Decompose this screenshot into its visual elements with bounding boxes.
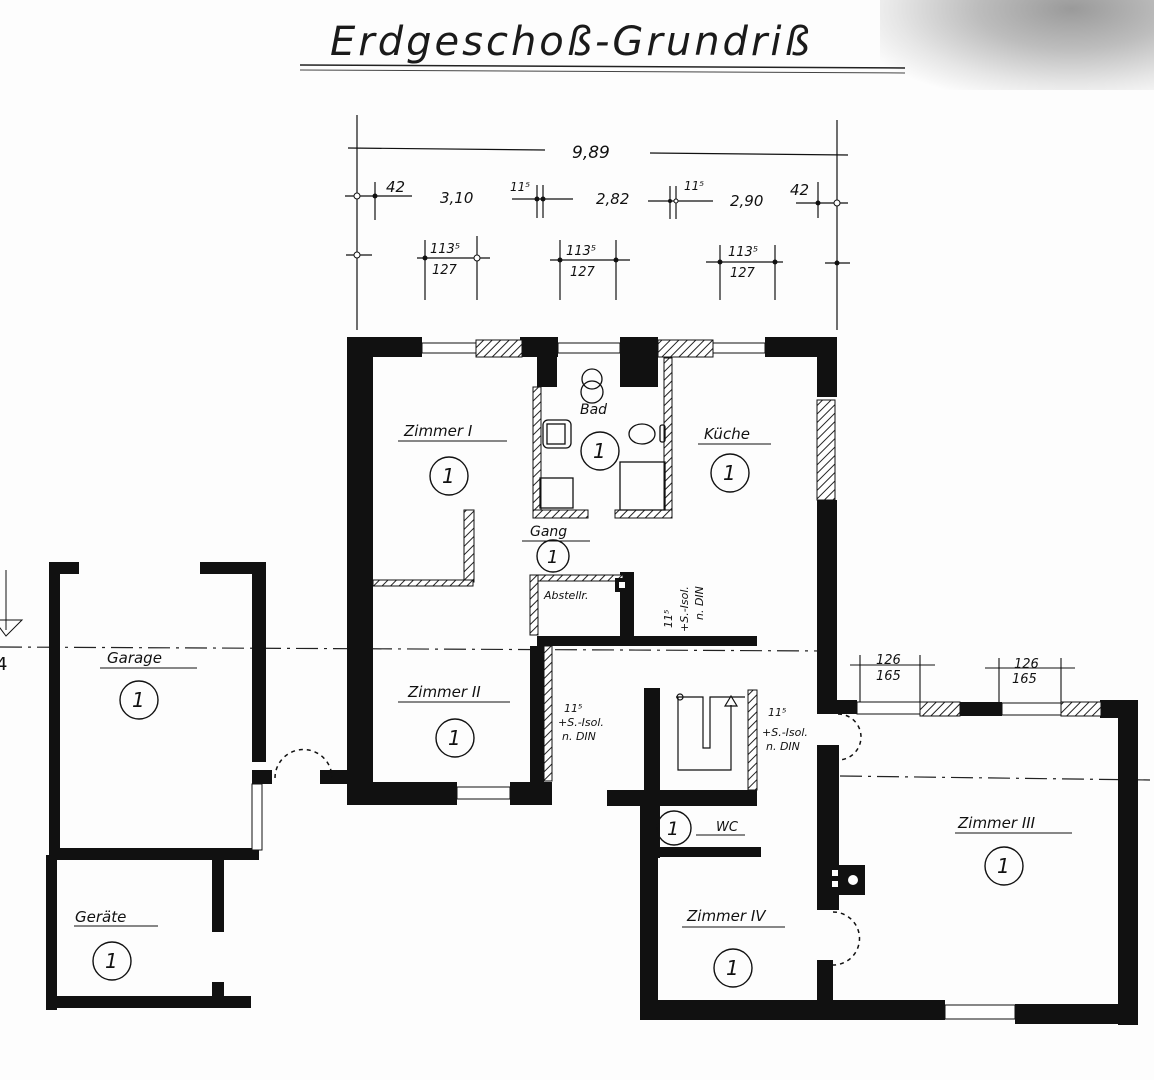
window-dim-bottom: 165	[876, 669, 901, 684]
room-name: Bad	[580, 402, 607, 418]
room-zimmer-2: Zimmer II 1	[398, 683, 510, 758]
room-marker: 1	[723, 461, 736, 485]
window-dim-bottom: 127	[730, 266, 756, 281]
wall-note-line: +S.-Isol.	[678, 586, 691, 632]
right-window-dims	[850, 655, 1075, 705]
wall-note-line: +S.-Isol.	[762, 726, 808, 739]
plan-title-text: Erdgeschoß-Grundriß	[330, 19, 813, 65]
room-name: WC	[716, 820, 739, 835]
section-line	[0, 646, 1151, 781]
room-bad: Bad 1	[580, 402, 620, 471]
stair	[676, 693, 745, 771]
dim-label: 42	[386, 178, 405, 196]
wall-note-line: n. DIN	[766, 740, 800, 753]
dim-label: 3,10	[440, 189, 473, 207]
dimension-labels: 9,89 42 3,10 11⁵ 2,82 11⁵ 2,90 42 113⁵ 1…	[386, 143, 1039, 687]
room-name: Zimmer IV	[686, 907, 767, 925]
wall-note-line: +S.-Isol.	[558, 716, 604, 729]
room-marker: 1	[132, 688, 145, 712]
room-name: Küche	[704, 425, 750, 443]
room-zimmer-4: Zimmer IV 1	[682, 907, 785, 988]
room-abstellraum: Abstellr.	[543, 589, 588, 602]
windows	[251, 342, 1062, 1020]
window-dim-top: 113⁵	[430, 242, 460, 257]
dim-label: 42	[790, 181, 809, 199]
window-dim-top: 126	[876, 653, 901, 668]
room-name: Zimmer I	[403, 422, 473, 440]
dimension-ticks	[353, 192, 841, 266]
dim-label: 11⁵	[684, 179, 704, 193]
room-zimmer-1: Zimmer I 1	[398, 422, 507, 496]
section-marker-label: 4	[0, 654, 7, 675]
wall-note-thickness: 11⁵	[768, 706, 786, 719]
room-marker: 1	[442, 464, 455, 488]
scan-shadow	[880, 0, 1154, 90]
plan-title: Erdgeschoß-Grundriß	[299, 19, 906, 74]
room-name: Zimmer III	[957, 814, 1036, 832]
room-marker: 1	[593, 439, 606, 463]
wall-note-line: n. DIN	[562, 730, 596, 743]
wall-note-thickness: 11⁵	[564, 702, 582, 715]
room-wc: WC 1	[656, 810, 745, 846]
room-gang: Gang 1	[522, 524, 590, 573]
room-zimmer-3: Zimmer III 1	[955, 814, 1072, 886]
room-marker: 1	[667, 818, 679, 840]
overall-width-label: 9,89	[572, 143, 610, 163]
room-name: Garage	[107, 649, 162, 667]
room-name: Gang	[530, 524, 567, 540]
window-dim-bottom: 127	[570, 265, 596, 280]
room-marker: 1	[997, 854, 1010, 878]
door-swings	[274, 713, 862, 966]
window-dim-bottom: 165	[1012, 672, 1037, 687]
window-dim-top: 113⁵	[566, 244, 596, 259]
bath-fixtures	[539, 368, 666, 511]
wall-note-thickness: 11⁵	[662, 610, 675, 628]
window-dim-bottom: 127	[432, 263, 458, 278]
room-garage: Garage 1	[100, 649, 197, 720]
window-dim-top: 113⁵	[728, 245, 758, 260]
room-kueche: Küche 1	[698, 425, 771, 493]
room-marker: 1	[726, 956, 739, 980]
room-geraete: Geräte 1	[74, 908, 158, 981]
room-marker: 1	[547, 547, 558, 568]
room-marker: 1	[448, 726, 461, 750]
room-labels: Zimmer I 1 Bad 1 Küche 1 Gang 1 Abstellr…	[74, 402, 1072, 988]
wall-note-line: n. DIN	[693, 586, 706, 620]
dim-label: 2,82	[596, 190, 629, 208]
section-marker: 4	[0, 570, 24, 675]
room-name: Zimmer II	[407, 683, 481, 701]
window-dim-top: 126	[1014, 657, 1039, 672]
dim-label: 11⁵	[510, 180, 530, 194]
walls	[46, 337, 1138, 1025]
dim-label: 2,90	[730, 192, 763, 210]
room-marker: 1	[105, 949, 118, 973]
room-name: Geräte	[75, 908, 126, 926]
partition-walls	[372, 339, 1102, 791]
chimney	[615, 578, 864, 894]
wall-notes: 11⁵ +S.-Isol. n. DIN 11⁵ +S.-Isol. n. DI…	[558, 586, 808, 753]
room-name: Abstellr.	[543, 589, 588, 602]
